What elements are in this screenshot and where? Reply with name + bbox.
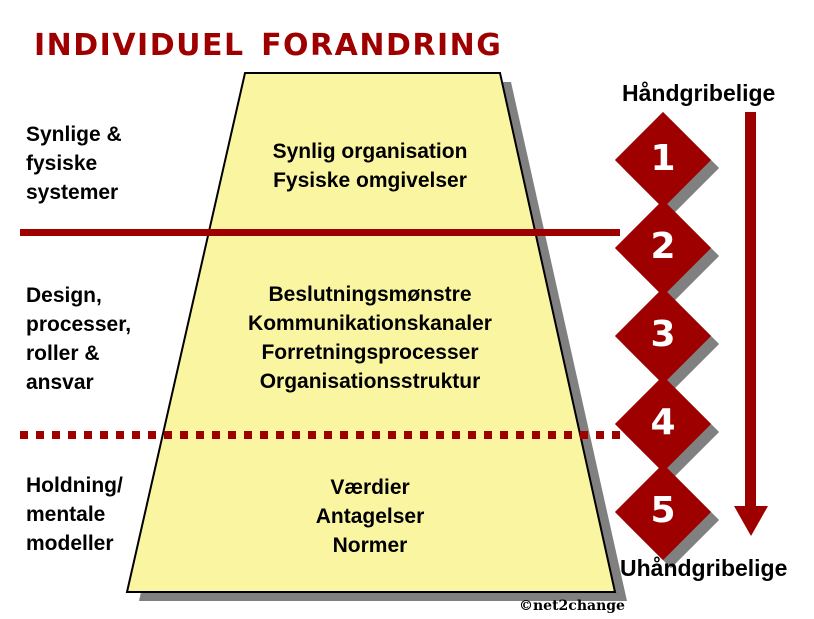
diamond-marker-3[interactable]: 3 (614, 287, 720, 393)
diamond-number-label: 1 (650, 138, 676, 179)
left-label-design-processes: Design, processer, roller & ansvar (26, 284, 132, 394)
down-arrow-icon (734, 506, 768, 536)
diamond-marker-2[interactable]: 2 (614, 199, 720, 305)
down-arrow-shaft (745, 112, 756, 512)
diamond-number-label: 2 (650, 226, 676, 267)
diamond-marker-5[interactable]: 5 (614, 463, 720, 569)
diamond-number-label: 4 (650, 402, 676, 443)
divider-dotted-line (20, 431, 620, 439)
page-title: Individuel forandring (34, 16, 503, 66)
diamond-marker-4[interactable]: 4 (614, 375, 720, 481)
copyright-notice: ©net2change (519, 598, 625, 614)
section-text-processes-structures: Beslutningsmønstre Kommunikationskanaler… (248, 283, 492, 393)
axis-label-tangible: Håndgribelige (622, 80, 776, 106)
section-text-visible-organisation: Synlig organisation Fysiske omgivelser (272, 140, 468, 192)
left-label-attitudes-mental-models: Holdning/ mentale modeller (26, 474, 123, 555)
diamond-marker-1[interactable]: 1 (614, 111, 720, 217)
diamond-number-label: 3 (650, 314, 676, 355)
divider-solid-line (20, 229, 620, 236)
axis-label-intangible: Uhåndgribelige (620, 555, 788, 581)
left-label-visible-systems: Synlige & fysiske systemer (26, 123, 122, 204)
section-text-values-norms: Værdier Antagelser Normer (315, 476, 425, 557)
diamond-number-label: 5 (650, 490, 676, 531)
